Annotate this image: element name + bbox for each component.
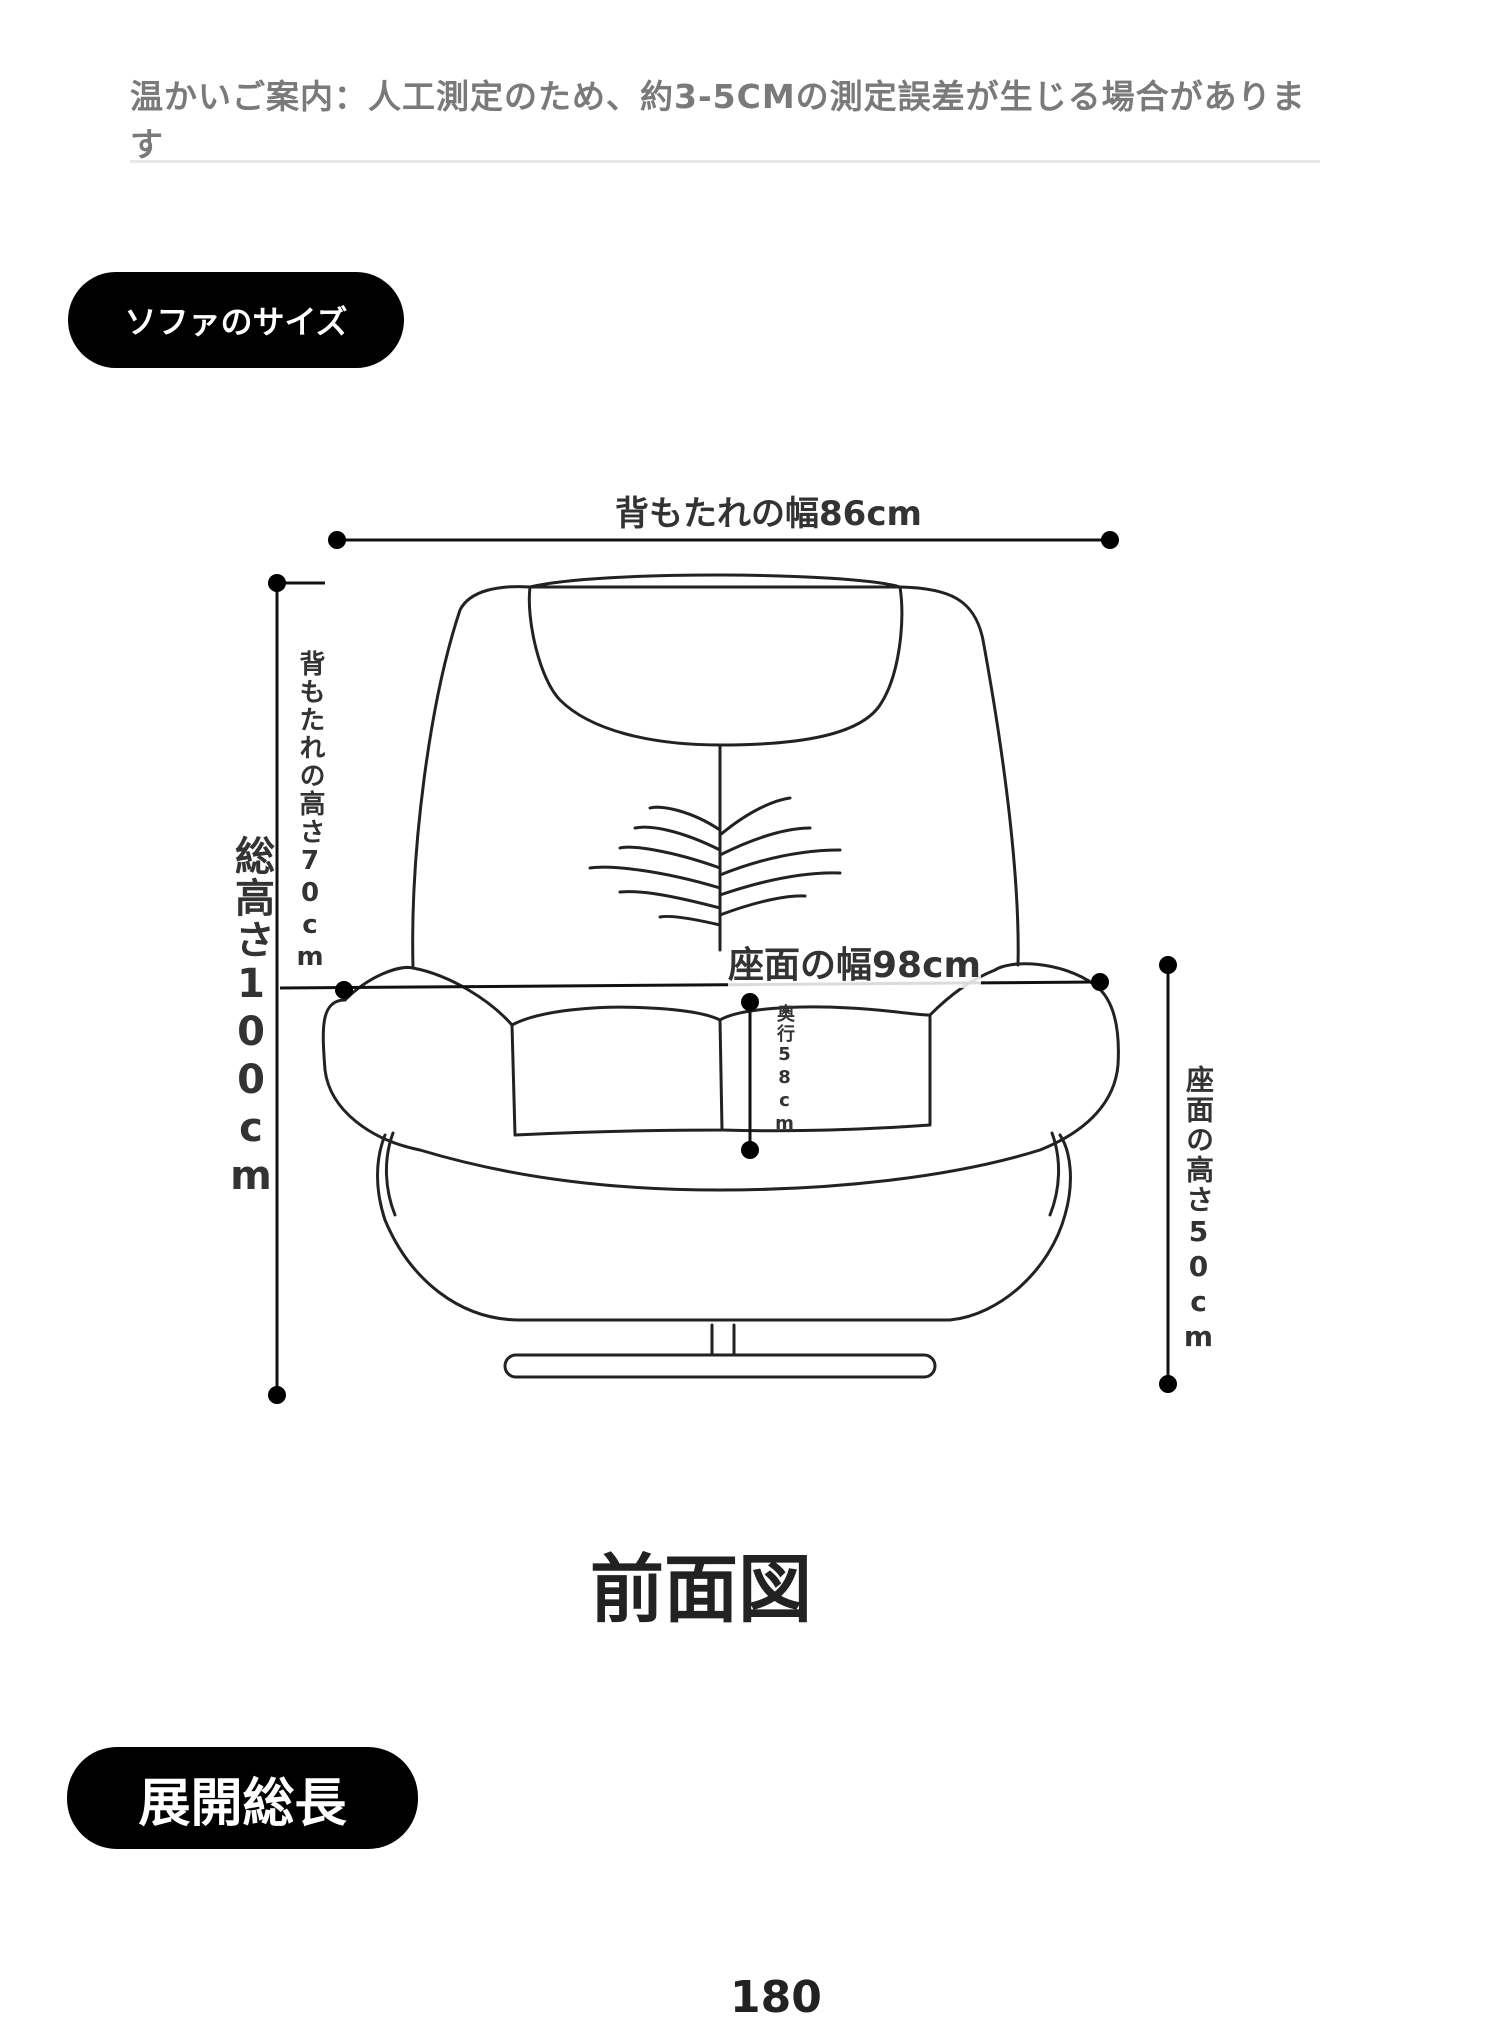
- seat-width-label: 座面の幅98cm: [728, 936, 981, 988]
- section-title-text: ソファのサイズ: [124, 303, 348, 341]
- total-height-label: 総高さ100cm: [228, 835, 274, 1201]
- section-title-sofa-size: ソファのサイズ: [68, 272, 404, 368]
- seat-outline: [321, 962, 1120, 1192]
- seat-height-label: 座面の高さ50cm: [1182, 1065, 1215, 1355]
- backrest-width-start-dot: [328, 531, 346, 549]
- total-height-top-dot: [268, 574, 286, 592]
- seat-depth-bottom-dot: [741, 1141, 759, 1159]
- front-view-caption: 前面図: [590, 1547, 812, 1633]
- headrest-outline: [527, 573, 904, 747]
- base-outline: [376, 1133, 1072, 1322]
- seat-height-top-dot: [1159, 956, 1177, 974]
- section-title-text: 展開総長: [138, 1773, 347, 1834]
- base-foot: [503, 1353, 937, 1379]
- backrest-width-end-dot: [1101, 531, 1119, 549]
- seat-depth-top-dot: [741, 993, 759, 1011]
- base-stem: [710, 1323, 736, 1357]
- seat-cushion-left: [510, 1005, 724, 1137]
- section-title-expanded-length: 展開総長: [67, 1747, 418, 1849]
- measurement-notice: 温かいご案内：人工測定のため、約3-5CMの測定誤差が生じる場合があります: [130, 76, 1320, 164]
- seat-width-end-dot: [1091, 973, 1109, 991]
- seat-depth-label: 奥行58cm: [774, 1004, 795, 1136]
- backrest-width-label: 背もたれの幅86cm: [615, 494, 922, 534]
- total-height-bottom-dot: [268, 1386, 286, 1404]
- expanded-length-value-partial: 180: [730, 1972, 822, 2023]
- seat-cushion-right: [718, 1005, 932, 1133]
- backrest-height-label: 背もたれの高さ70cm: [295, 650, 325, 974]
- seat-height-bottom-dot: [1159, 1375, 1177, 1393]
- seat-width-start-dot: [335, 981, 353, 999]
- backrest-outline: [411, 585, 1020, 970]
